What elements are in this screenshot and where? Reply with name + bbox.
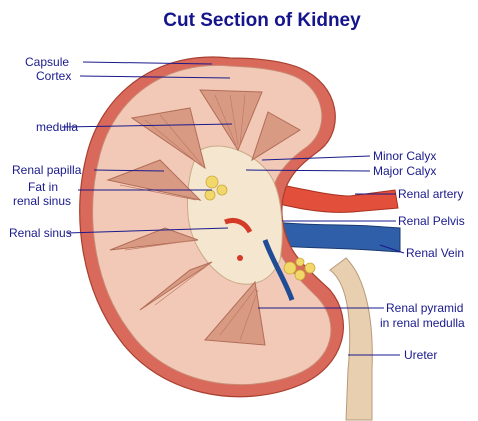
label-renal-pyramid-line2: in renal medulla [380, 316, 465, 330]
label-fat-line1: Fat in [28, 180, 58, 194]
label-renal-pyramid-line1: Renal pyramid [386, 301, 463, 315]
renal-vein-vessel [275, 222, 400, 252]
label-minor-calyx: Minor Calyx [373, 149, 436, 163]
label-renal-sinus: Renal sinus [9, 226, 72, 240]
label-major-calyx: Major Calyx [373, 164, 436, 178]
diagram-title: Cut Section of Kidney [163, 10, 361, 31]
label-renal-vein: Renal Vein [406, 246, 464, 260]
label-medulla: medulla [36, 120, 78, 134]
label-ureter: Ureter [404, 348, 437, 362]
label-renal-artery: Renal artery [398, 187, 463, 201]
label-capsule: Capsule [25, 55, 69, 69]
label-cortex: Cortex [36, 69, 71, 83]
label-fat-line2: renal sinus [13, 194, 71, 208]
label-renal-pelvis: Renal Pelvis [398, 214, 465, 228]
label-renal-papilla: Renal papilla [12, 163, 82, 177]
